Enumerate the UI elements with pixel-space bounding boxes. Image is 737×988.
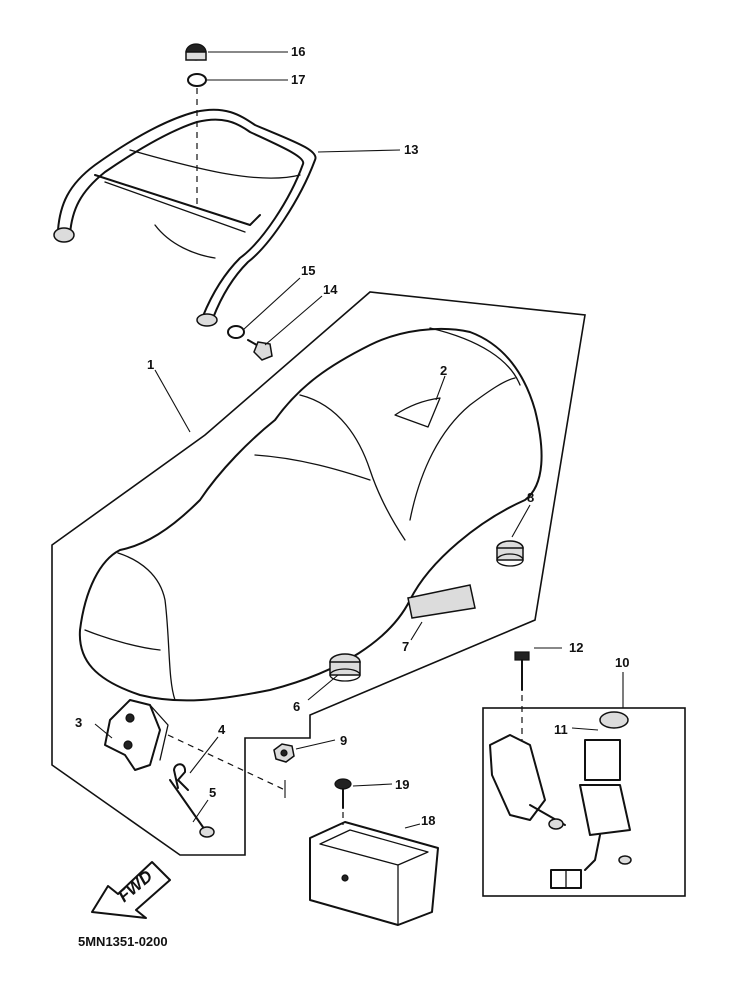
leader-lines bbox=[94, 51, 624, 829]
callout-14: 14 bbox=[323, 282, 338, 297]
seat-damper bbox=[496, 540, 524, 567]
callout-9: 9 bbox=[340, 733, 347, 748]
hinge-clip bbox=[173, 763, 189, 791]
forward-direction-arrow: FWD bbox=[91, 861, 171, 919]
nut bbox=[273, 743, 295, 763]
pin-axis-line bbox=[167, 734, 286, 791]
callout-8: 8 bbox=[527, 490, 534, 505]
callout-12: 12 bbox=[569, 640, 583, 655]
callout-13: 13 bbox=[404, 142, 418, 157]
fwd-label: FWD bbox=[114, 867, 156, 906]
callout-6: 6 bbox=[293, 699, 300, 714]
callout-19: 19 bbox=[395, 777, 409, 792]
callout-18: 18 bbox=[421, 813, 435, 828]
washer-side bbox=[227, 325, 245, 339]
callout-1: 1 bbox=[147, 357, 154, 372]
callout-11: 11 bbox=[554, 722, 568, 737]
cap-nut bbox=[185, 43, 207, 61]
side-bolt bbox=[247, 339, 273, 361]
seat-assembly-boundary bbox=[51, 291, 586, 856]
seat-lock-box bbox=[482, 707, 686, 897]
seat-hinge-bracket bbox=[104, 699, 169, 771]
lock-holder bbox=[489, 734, 566, 830]
callout-2: 2 bbox=[440, 363, 447, 378]
callout-7: 7 bbox=[402, 639, 409, 654]
callout-4: 4 bbox=[218, 722, 226, 737]
callouts: 1 2 3 4 5 6 7 8 9 10 11 12 13 14 15 16 1… bbox=[75, 44, 629, 828]
callout-3: 3 bbox=[75, 715, 82, 730]
callout-16: 16 bbox=[291, 44, 305, 59]
grab-bar bbox=[53, 108, 317, 327]
box-screw bbox=[334, 778, 352, 809]
battery-box bbox=[309, 821, 439, 926]
callout-15: 15 bbox=[301, 263, 315, 278]
hinge-pin bbox=[169, 779, 215, 838]
seat-lock bbox=[550, 711, 632, 889]
seat bbox=[78, 327, 543, 702]
seat-bumper bbox=[329, 653, 361, 682]
callout-5: 5 bbox=[209, 785, 216, 800]
drawing-code: 5MN1351-0200 bbox=[78, 934, 168, 949]
callout-10: 10 bbox=[615, 655, 629, 670]
washer-top bbox=[187, 73, 207, 87]
lock-bolt bbox=[514, 651, 530, 691]
seat-tab bbox=[407, 584, 476, 619]
callout-17: 17 bbox=[291, 72, 305, 87]
